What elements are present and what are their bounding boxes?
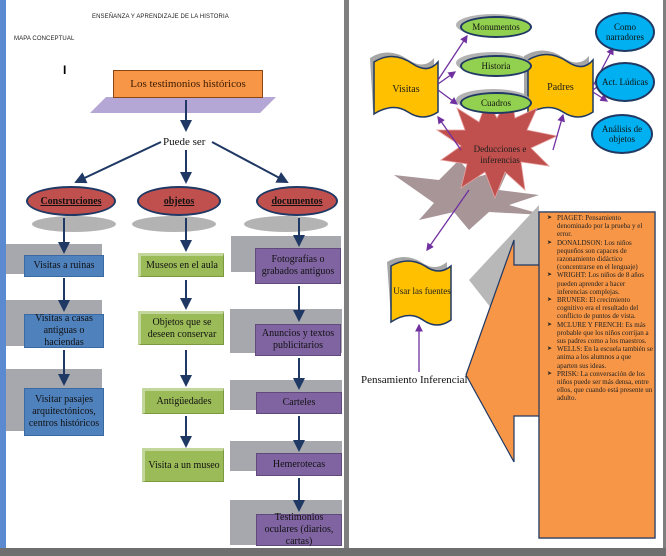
right-page: Visitas Padres Usar las fuentes Monument… xyxy=(349,0,663,548)
arrow xyxy=(437,34,468,81)
item-visitar-pasajes: Visitar pasajes arquitectónicos, centros… xyxy=(24,388,104,436)
arrow xyxy=(437,89,459,105)
item-visita-museo: Visita a un museo xyxy=(142,448,224,482)
arrow xyxy=(74,141,162,184)
item-testimonios: Testimonios oculares (diarios, cartas) xyxy=(256,512,342,547)
arrow xyxy=(437,71,457,85)
bullet-donaldson: DONALDSON: Los niños pequeños son capace… xyxy=(547,239,653,272)
arrow xyxy=(426,189,470,252)
category-objetos: objetos xyxy=(137,186,221,216)
category-shadow xyxy=(32,216,116,232)
category-shadow xyxy=(244,216,328,232)
left-arrows xyxy=(58,100,305,512)
pensamiento-inferencial-label: Pensamiento Inferencial xyxy=(361,374,468,386)
node-historia: Historia xyxy=(460,55,532,77)
bullet-wells: WELLS: En la escuela también se anima a … xyxy=(547,345,653,370)
visitas-label: Visitas xyxy=(392,84,420,95)
bullet-bruner: BRUNER: El crecimiento cognitivo era el … xyxy=(547,296,653,321)
item-objetos-conservar: Objetos que se deseen conservar xyxy=(138,311,224,345)
bullet-mclure-french: MCLURE Y FRENCH: Es más probable que los… xyxy=(547,321,653,346)
document-title: ENSEÑANZA Y APRENDIZAJE DE LA HISTORIA xyxy=(92,14,229,20)
item-carteles: Carteles xyxy=(256,392,342,414)
map-subtitle: MAPA CONCEPTUAL xyxy=(14,36,75,42)
node-act-ludicas: Act. Lúdicas xyxy=(595,62,655,102)
connector-label: Puede ser xyxy=(163,136,206,148)
node-como-narradores: Como narradores xyxy=(595,12,655,52)
padres-wave xyxy=(527,53,594,118)
item-visitas-ruinas: Visitas a ruinas xyxy=(24,255,104,277)
padres-label: Padres xyxy=(547,82,574,93)
arrow xyxy=(437,115,462,151)
arrow xyxy=(592,91,609,102)
item-museos-aula: Museos en el aula xyxy=(138,253,224,277)
item-hemerotecas: Hemerotecas xyxy=(256,453,342,476)
window-left-edge xyxy=(0,0,6,556)
item-antiguedades: Antigüedades xyxy=(142,388,224,414)
deducciones-label: Deducciones e inferencias xyxy=(473,144,527,165)
theorists-list: PIAGET: Pensamiento denominado por la pr… xyxy=(545,214,653,403)
item-fotografias: Fotografías o grabados antiguos xyxy=(255,248,341,284)
text-cursor: I xyxy=(63,63,67,77)
left-page: ENSEÑANZA Y APRENDIZAJE DE LA HISTORIA M… xyxy=(6,0,344,548)
node-cuadros: Cuadros xyxy=(460,92,532,114)
root-node: Los testimonios históricos xyxy=(113,70,263,98)
item-anuncios: Anuncios y textos publicitarios xyxy=(255,324,341,356)
node-analisis-objetos: Análisis de objetos xyxy=(591,114,653,154)
starburst-shadow xyxy=(394,160,544,230)
category-construcciones: Construciones xyxy=(26,186,116,216)
item-visitas-casas: Visitas a casas antiguas o haciendas xyxy=(24,313,104,348)
node-monumentos: Monumentos xyxy=(460,16,532,38)
fuentes-label: Usar las fuentes xyxy=(393,285,451,296)
fuentes-wave xyxy=(390,260,452,326)
bullet-prisk: PRISK: La conversación de los niños pued… xyxy=(547,370,653,403)
bullet-wright: WRIGHT: Los niños de 8 años pueden apren… xyxy=(547,271,653,296)
window-bottom-bar xyxy=(0,548,666,556)
visitas-wave xyxy=(373,55,439,118)
category-shadow xyxy=(132,216,216,232)
arrow xyxy=(211,141,289,183)
category-documentos: documentos xyxy=(256,186,338,216)
bullet-piaget: PIAGET: Pensamiento denominado por la pr… xyxy=(547,214,653,239)
arrow xyxy=(552,113,565,151)
